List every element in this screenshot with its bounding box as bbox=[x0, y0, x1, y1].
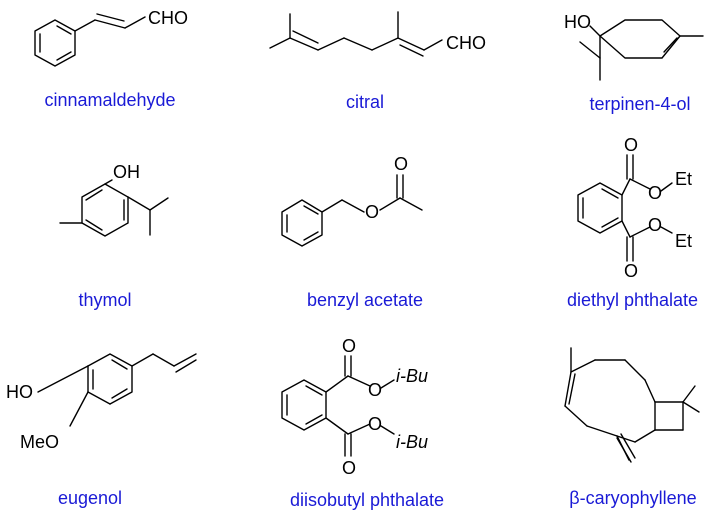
carbonyl-oxygen-label: O bbox=[624, 261, 638, 281]
cho-label: CHO bbox=[446, 33, 486, 53]
thymol-structure: OH bbox=[59, 162, 169, 237]
terpinen-4-ol-structure: HO bbox=[564, 12, 704, 81]
caption-thymol: thymol bbox=[78, 290, 132, 310]
diethyl-phthalate-structure: O O Et O O Et bbox=[577, 135, 692, 281]
ester-oxygen-label: O bbox=[365, 202, 379, 222]
caption-diisobutyl-phthalate: diisobutyl phthalate bbox=[289, 490, 445, 510]
caption-terpinen-4-ol: terpinen-4-ol bbox=[589, 94, 691, 114]
cho-label: CHO bbox=[148, 8, 188, 28]
diisobutyl-phthalate-structure: O O i-Bu O O i-Bu bbox=[281, 336, 428, 478]
citral-structure: CHO bbox=[269, 11, 486, 57]
cinnamaldehyde-structure: CHO bbox=[34, 8, 188, 67]
ester-oxygen-label: O bbox=[368, 414, 382, 434]
caption-benzyl-acetate: benzyl acetate bbox=[306, 290, 424, 310]
hydroxyl-label: HO bbox=[564, 12, 591, 32]
ester-oxygen-label: O bbox=[368, 380, 382, 400]
caption-beta-caryophyllene: β-caryophyllene bbox=[569, 488, 697, 508]
hydroxyl-label: OH bbox=[113, 162, 140, 182]
caption-cinnamaldehyde: cinnamaldehyde bbox=[44, 90, 176, 110]
benzyl-acetate-structure: O O bbox=[281, 154, 423, 247]
ester-oxygen-label: O bbox=[648, 183, 662, 203]
hydroxyl-label: HO bbox=[6, 382, 33, 402]
carbonyl-oxygen-label: O bbox=[342, 336, 356, 356]
caption-diethyl-phthalate: diethyl phthalate bbox=[566, 290, 699, 310]
caryophyllene-structure bbox=[564, 347, 700, 463]
ethyl-label: Et bbox=[675, 231, 692, 251]
methoxy-label: MeO bbox=[20, 432, 59, 452]
caption-eugenol: eugenol bbox=[57, 488, 123, 508]
caption-citral: citral bbox=[345, 92, 384, 112]
isobutyl-label: i-Bu bbox=[396, 432, 428, 452]
carbonyl-oxygen-label: O bbox=[624, 135, 638, 155]
ethyl-label: Et bbox=[675, 169, 692, 189]
carbonyl-oxygen-label: O bbox=[342, 458, 356, 478]
ester-oxygen-label: O bbox=[648, 215, 662, 235]
carbonyl-oxygen-label: O bbox=[394, 154, 408, 174]
isobutyl-label: i-Bu bbox=[396, 366, 428, 386]
eugenol-heteroatom-bonds: MeO bbox=[20, 365, 89, 452]
